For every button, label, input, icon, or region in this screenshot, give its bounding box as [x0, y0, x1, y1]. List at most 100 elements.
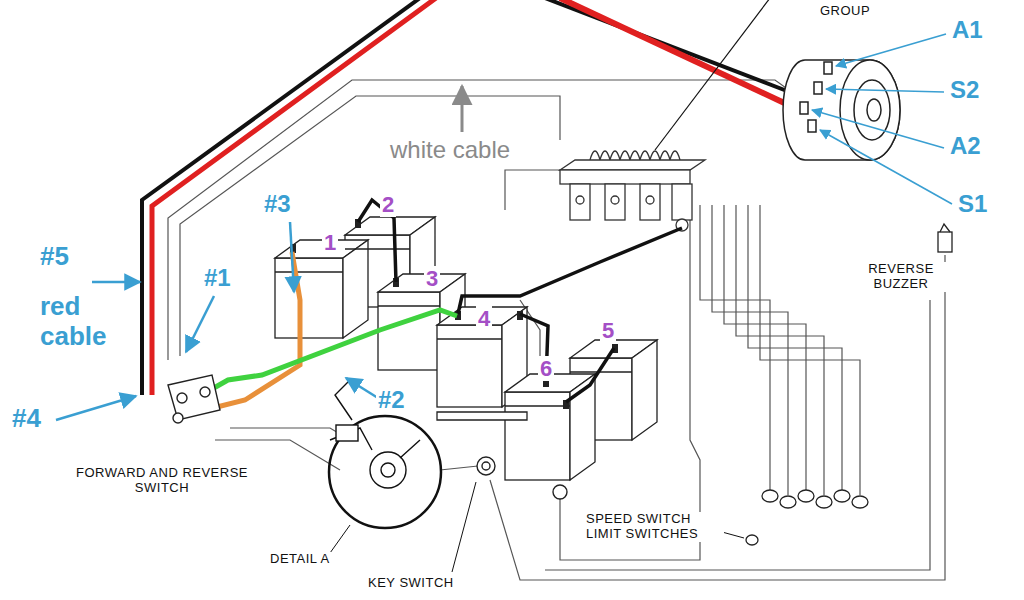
motor — [783, 60, 900, 160]
key-switch-body — [477, 457, 495, 475]
resistor-group — [560, 151, 705, 231]
leader-line — [452, 482, 476, 572]
terminal — [646, 196, 654, 204]
part-label: GROUP — [818, 4, 872, 19]
control-wire — [736, 205, 824, 495]
battery-jumpers — [358, 200, 682, 402]
motor-shaft — [867, 99, 881, 121]
limit-switch — [834, 490, 850, 502]
buzzer-tab — [940, 224, 950, 232]
cable-label: white cable — [388, 136, 512, 164]
terminal — [611, 196, 619, 204]
leader-arrow — [826, 89, 944, 92]
speed-limit-switches — [746, 490, 868, 545]
terminal-label: A1 — [950, 16, 985, 44]
battery — [505, 392, 570, 480]
terminal-post — [800, 102, 808, 114]
jumper-cable — [566, 348, 614, 402]
connector — [553, 485, 567, 499]
switch-terminal — [200, 387, 210, 397]
part-label: FORWARD AND REVERSE SWITCH — [62, 466, 262, 496]
callout-number: #3 — [262, 190, 293, 218]
motor-body — [783, 60, 900, 160]
battery-number: 3 — [424, 266, 440, 291]
callout-number: #1 — [202, 264, 233, 292]
battery-number: 1 — [322, 230, 338, 255]
detail-a — [329, 380, 441, 528]
callout-arrow — [346, 378, 378, 398]
terminal-label: S1 — [956, 190, 989, 218]
leader-arrow — [836, 34, 946, 66]
limit-switch — [852, 496, 868, 508]
control-wire — [440, 466, 478, 470]
control-wire — [505, 170, 560, 210]
battery — [378, 292, 440, 370]
callout-arrow — [92, 281, 140, 284]
terminal-post — [814, 82, 822, 94]
key-switch-core — [482, 462, 490, 470]
main-cable — [458, 228, 682, 314]
control-wire — [545, 300, 930, 570]
resistor-coil — [590, 151, 680, 160]
key-slot — [381, 463, 395, 477]
control-wire — [180, 96, 560, 356]
terminal-label: A2 — [948, 132, 983, 160]
battery-number: 2 — [380, 192, 396, 217]
resistor-bracket — [605, 184, 625, 220]
battery — [437, 325, 502, 407]
battery-number: 6 — [538, 356, 554, 381]
limit-switch — [780, 496, 796, 508]
battery-side — [343, 240, 368, 338]
green-cable — [205, 310, 457, 393]
leader-arrow — [812, 110, 944, 148]
limit-switch — [798, 490, 814, 502]
terminal-leaders — [812, 34, 952, 204]
callout-number: #5 — [38, 242, 71, 272]
battery-tray — [437, 412, 527, 420]
resistor-plate — [560, 170, 690, 184]
battery-number: 5 — [600, 318, 616, 343]
part-label: DETAIL A — [268, 552, 332, 567]
terminal-label: S2 — [948, 76, 981, 104]
relay — [336, 425, 358, 441]
limit-switch — [762, 490, 778, 502]
callout-arrow — [186, 296, 214, 352]
leader-line — [655, 0, 770, 150]
detail-circle — [329, 416, 441, 528]
detail-wires — [330, 380, 420, 458]
resistor-bracket — [672, 184, 692, 220]
part-label: REVERSE BUZZER — [856, 262, 946, 292]
control-wire — [490, 255, 945, 580]
terminal — [576, 196, 584, 204]
part-label: SPEED SWITCH LIMIT SWITCHES — [584, 512, 724, 542]
motor-face — [840, 60, 900, 160]
red-cable — [560, 0, 795, 108]
cable-label: red cable — [38, 292, 126, 352]
battery-side — [632, 340, 657, 440]
callout-number: #2 — [376, 386, 407, 414]
control-wire — [760, 205, 860, 495]
switch-knob — [173, 413, 183, 423]
reverse-buzzer — [938, 224, 952, 252]
white-cable-pointer — [461, 86, 464, 132]
resistor-bracket — [570, 184, 590, 220]
battery — [275, 258, 343, 338]
part-label: KEY SWITCH — [366, 576, 456, 591]
switch-terminal — [177, 393, 187, 403]
leader-line — [330, 525, 350, 553]
callout-arrow — [290, 222, 294, 292]
callout-arrow — [56, 396, 136, 420]
speed-switch — [746, 535, 758, 545]
leader-arrow — [820, 130, 952, 204]
callout-number: #4 — [10, 404, 43, 434]
terminal-post — [824, 62, 832, 74]
key-switch — [477, 457, 567, 499]
resistor-plate — [560, 160, 705, 170]
terminal-post — [808, 120, 816, 132]
control-wire — [230, 428, 350, 440]
forward-reverse-switch — [168, 375, 220, 423]
limit-switch — [816, 496, 832, 508]
buzzer-body — [938, 232, 952, 252]
leader-line — [722, 532, 744, 538]
